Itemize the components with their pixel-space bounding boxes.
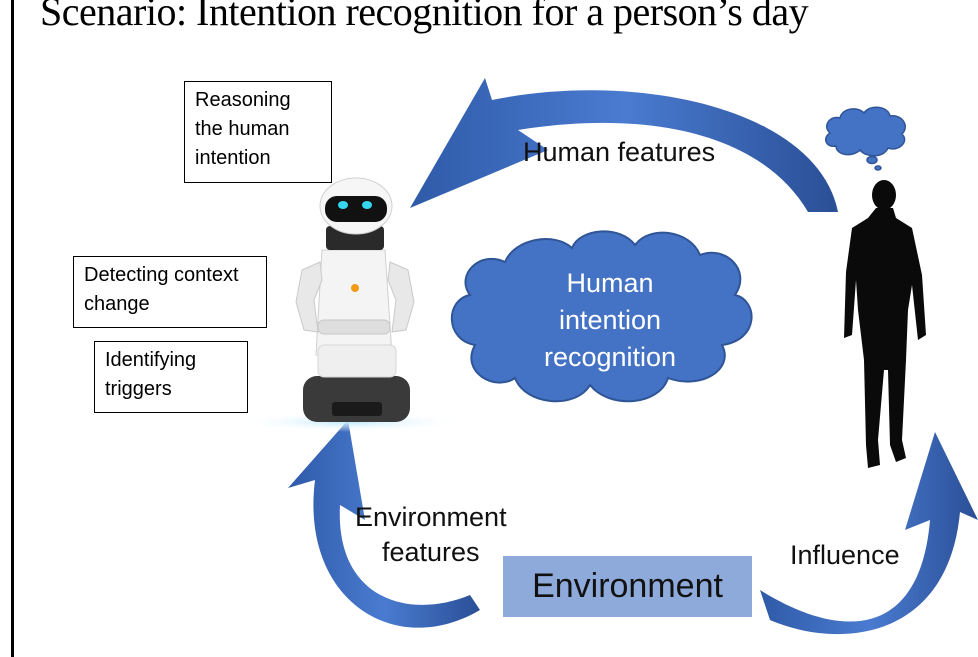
cloud-line-3: recognition <box>543 342 677 372</box>
environment-features-label: Environment features <box>355 500 507 570</box>
influence-label: Influence <box>790 540 900 570</box>
environment-features-line-1: Environment <box>355 502 507 532</box>
slide-title: Scenario: Intention recognition for a pe… <box>40 0 809 34</box>
reasoning-box: Reasoning the human intention <box>184 81 332 183</box>
detecting-box: Detecting context change <box>73 256 267 328</box>
influence-arrow <box>760 432 978 635</box>
intention-cloud-label: Human intention recognition <box>490 265 730 376</box>
environment-box: Environment <box>503 556 752 617</box>
thought-bubble-icon <box>825 106 906 171</box>
human-features-label: Human features <box>523 137 716 167</box>
human-features-arrow <box>410 78 838 212</box>
environment-features-arrow <box>288 420 480 628</box>
cloud-line-2: intention <box>558 305 662 335</box>
intention-cloud <box>450 230 753 403</box>
left-border-rule <box>11 0 14 657</box>
robot-icon <box>235 177 465 432</box>
person-silhouette-icon <box>844 180 926 468</box>
cloud-line-1: Human <box>566 268 654 298</box>
identifying-box: Identifying triggers <box>94 341 248 413</box>
environment-features-line-2: features <box>382 537 480 567</box>
